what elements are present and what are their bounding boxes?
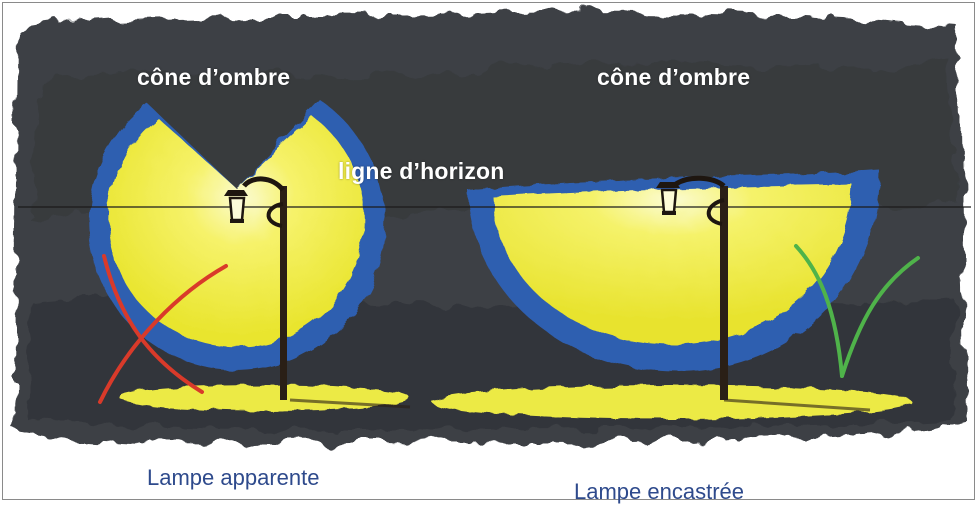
right-ground-pool — [432, 385, 912, 419]
left-light-halo — [88, 100, 385, 371]
lantern-icon — [656, 182, 680, 215]
left-lamp-post — [224, 176, 287, 400]
left-cone-label: cône d’ombre — [137, 64, 291, 90]
right-lamp-post — [656, 175, 728, 400]
left-ground-pool — [120, 385, 410, 411]
check-mark-icon — [794, 244, 920, 378]
right-light-halo — [468, 170, 880, 372]
recessed-lamp-caption: Lampe encastrée — [574, 479, 744, 504]
lantern-icon — [224, 190, 248, 223]
cross-mark-icon — [98, 254, 228, 404]
horizon-label: ligne d’horizon — [338, 158, 505, 184]
exposed-lamp-caption: Lampe apparente — [147, 465, 320, 490]
right-cone-label: cône d’ombre — [597, 64, 751, 90]
